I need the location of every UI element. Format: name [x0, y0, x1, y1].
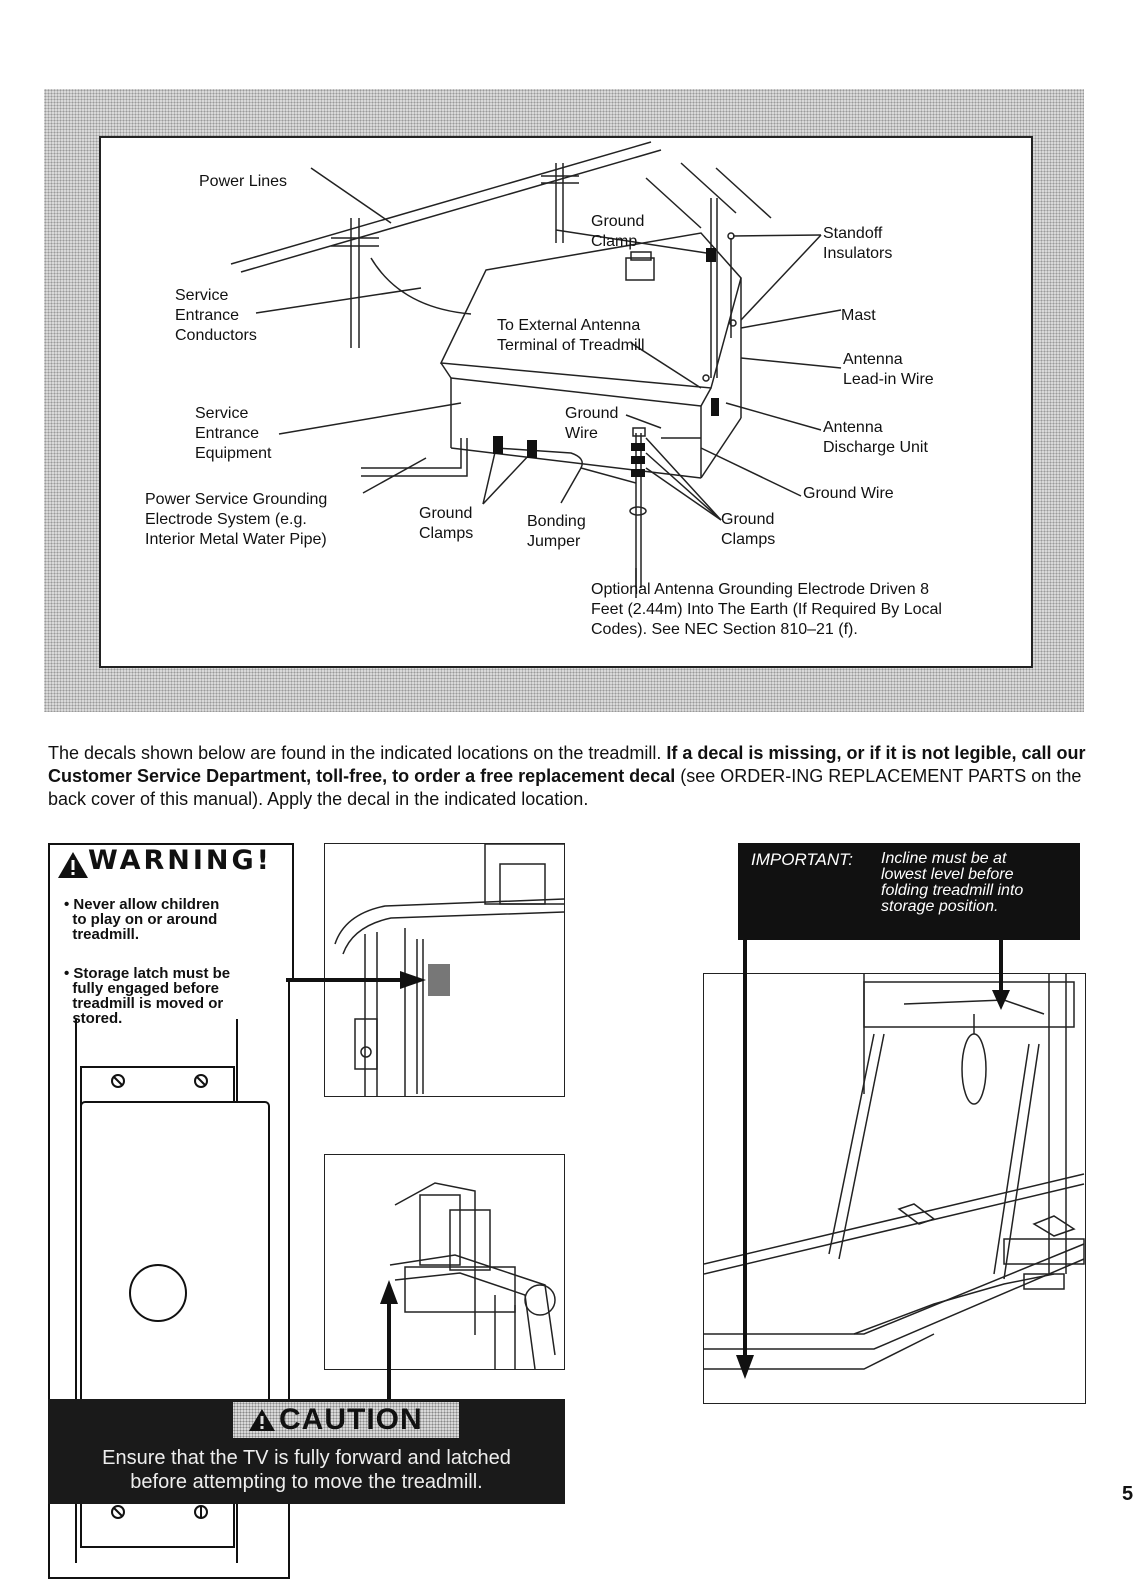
label-ground-clamps-right: Ground Clamps	[721, 511, 776, 548]
intro-text-bold: If a decal is missing, or if it is not l…	[48, 743, 1086, 786]
important-pointer-left	[743, 940, 747, 1358]
label-antenna-lead-in: Antenna Lead-in Wire	[843, 351, 934, 388]
warning-decal: WARNING! • Never allow children to play …	[48, 843, 294, 1026]
grounding-illustration	[230, 141, 842, 598]
caution-text: Ensure that the TV is fully forward and …	[102, 1447, 511, 1493]
antenna-grounding-diagram: Power Lines Service Entrance Conductors …	[99, 136, 1033, 668]
label-service-entrance-equipment: Service Entrance Equipment	[195, 405, 272, 462]
label-ground-clamp-top: Ground Clamp	[591, 213, 645, 250]
warning-triangle-icon	[249, 1409, 275, 1431]
arrow-down-left-icon	[736, 1355, 754, 1379]
warning-item-2: • Storage latch must be fully engaged be…	[64, 965, 231, 1027]
warning-pointer-arrow	[286, 978, 406, 982]
latch-location-illustration	[324, 843, 565, 1097]
label-power-service-grounding: Power Service Grounding Electrode System…	[145, 491, 328, 548]
important-key: IMPORTANT:	[751, 850, 853, 869]
intro-text-2: (see ORDER-ING REPLACEMENT PARTS on the …	[48, 766, 1082, 809]
label-power-lines: Power Lines	[199, 173, 288, 190]
caution-pointer-line	[387, 1300, 391, 1402]
label-standoff-insulators: Standoff Insulators	[823, 225, 893, 262]
treadmill-illustration	[703, 973, 1086, 1404]
label-antenna-discharge: Antenna Discharge Unit	[823, 419, 928, 456]
caution-decal: CAUTION Ensure that the TV is fully forw…	[48, 1399, 565, 1504]
warning-triangle-icon	[58, 852, 88, 878]
important-pointer-right	[999, 940, 1003, 992]
label-ground-wire-mid: Ground Wire	[565, 405, 619, 442]
warning-item-1: • Never allow children to play on or aro…	[64, 896, 220, 943]
intro-paragraph: The decals shown below are found in the …	[48, 742, 1088, 811]
label-service-entrance-conductors: Service Entrance Conductors	[175, 287, 257, 344]
caution-arrowhead-icon	[380, 1280, 398, 1304]
label-optional-electrode: Optional Antenna Grounding Electrode Dri…	[591, 581, 942, 638]
caution-title: CAUTION	[279, 1403, 423, 1436]
label-ground-clamps-left: Ground Clamps	[419, 505, 474, 542]
label-to-external-antenna: To External Antenna Terminal of Treadmil…	[497, 317, 645, 354]
tv-latch-illustration	[324, 1154, 565, 1370]
label-mast: Mast	[841, 307, 876, 324]
important-decal: IMPORTANT: Incline must be at lowest lev…	[738, 843, 1080, 940]
label-bonding-jumper: Bonding Jumper	[527, 513, 586, 550]
arrow-down-right-icon	[992, 990, 1010, 1010]
page-number: 5	[1122, 1483, 1134, 1505]
warning-title: WARNING!	[88, 845, 272, 876]
important-text: Incline must be at lowest level before f…	[881, 850, 1024, 915]
label-ground-wire-right: Ground Wire	[803, 485, 894, 502]
intro-text-1: The decals shown below are found in the …	[48, 743, 667, 763]
warning-arrowhead-icon	[400, 971, 426, 989]
caution-header: CAUTION	[233, 1402, 459, 1438]
